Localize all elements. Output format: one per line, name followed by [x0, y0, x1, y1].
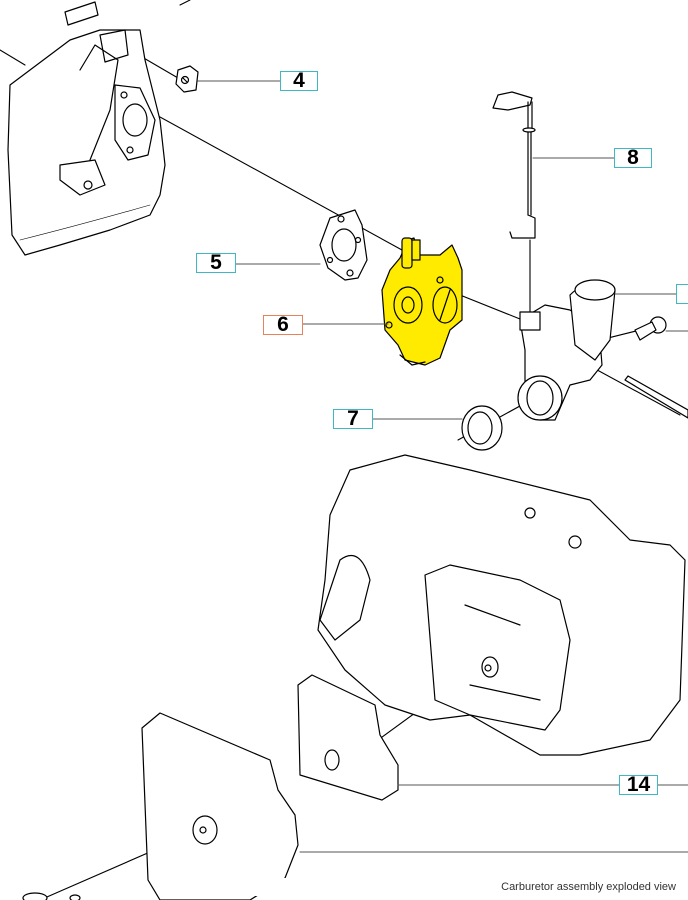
intake-adapter[interactable]: [517, 279, 616, 421]
callout-8[interactable]: 8: [614, 147, 652, 168]
gasket[interactable]: [319, 209, 368, 281]
callout-6-selected[interactable]: 6: [263, 314, 303, 335]
callout-4[interactable]: 4: [280, 70, 318, 91]
air-filter-housing[interactable]: [317, 454, 686, 756]
callout-9-partial[interactable]: [676, 284, 688, 304]
nut[interactable]: [175, 65, 199, 93]
callout-5[interactable]: 5: [196, 252, 236, 273]
callout-7[interactable]: 7: [333, 408, 373, 429]
fastener-bottom-left: [22, 892, 81, 900]
leader-lines: [197, 80, 688, 853]
diagram-title: Carburetor assembly exploded view: [220, 878, 680, 896]
screw[interactable]: [634, 316, 667, 341]
callout-14[interactable]: 14: [619, 774, 658, 795]
long-bolt[interactable]: [624, 375, 688, 419]
choke-rod[interactable]: [492, 91, 536, 239]
air-filter[interactable]: [297, 674, 399, 801]
seal-ring[interactable]: [461, 405, 503, 451]
carburetor[interactable]: [381, 237, 463, 366]
crankcase-half[interactable]: [7, 1, 166, 256]
filter-cover[interactable]: [141, 712, 299, 900]
